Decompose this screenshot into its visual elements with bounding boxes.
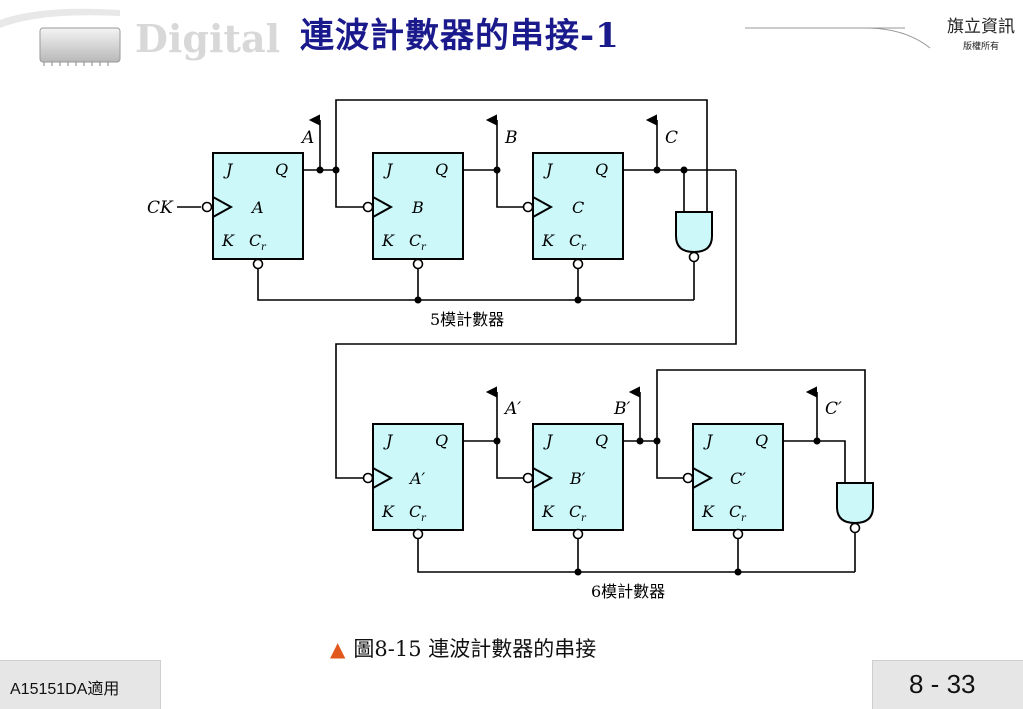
diagram-label: Q [755,431,768,450]
brand-name: 旗立資訊 [947,17,1015,37]
page-title: 連波計數器的串接-1 [300,16,620,56]
diagram-label: K [381,502,395,521]
diagram-label: C [569,231,581,250]
figure-caption-text: 圖8-15 連波計數器的串接 [353,637,597,661]
brand-copyright: 版權所有 [962,42,999,52]
diagram-label: J [383,431,394,450]
ff-name-a-prime: A′ [408,469,426,488]
diagram-label: J [543,431,554,450]
diagram-label: J [543,160,554,179]
ff-name-c-prime: C′ [730,469,746,488]
diagram-label: r [421,242,427,253]
figure-caption: ▲ 圖8-15 連波計數器的串接 [330,633,596,663]
diagram-label: r [741,513,747,524]
diagram-label: Q [595,160,608,179]
watermark-text: Digital [135,16,280,61]
diagram-label: Q [595,431,608,450]
clock-label: CK [147,198,174,218]
diagram-label: C [409,231,421,250]
diagram-label: J [703,431,714,450]
diagram-label: C [569,502,581,521]
diagram-label: K [381,231,395,250]
output-label-b: B [504,128,518,148]
diagram-label: K [221,231,235,250]
ff-name-c: C [572,198,584,217]
diagram-label: Q [435,160,448,179]
chip-icon [39,27,121,63]
nand-gate-bottom [836,482,874,525]
nand-gate-top [675,211,713,254]
diagram-label: C [729,502,741,521]
diagram-label: C [409,502,421,521]
course-code: A15151DA適用 [10,681,120,698]
footer-page-number: 8 - 33 [872,660,1023,709]
bottom-counter-caption: 6模計數器 [591,582,665,601]
page-number: 8 - 33 [909,669,976,699]
diagram-label: Q [275,160,288,179]
diagram-label: K [541,231,555,250]
diagram-label: J [383,160,394,179]
ff-name-a: A [250,198,264,217]
output-label-b-prime: B′ [613,399,630,419]
diagram-label: K [701,502,715,521]
output-label-c-prime: C′ [825,399,842,419]
diagram-label: r [261,242,267,253]
output-label-c: C [665,128,678,148]
output-label-a: A [300,128,314,148]
diagram-label: r [581,242,587,253]
diagram-label: Q [435,431,448,450]
diagram-label: J [223,160,234,179]
ff-name-b-prime: B′ [569,469,586,488]
output-label-a-prime: A′ [503,399,521,419]
triangle-icon: ▲ [330,637,346,661]
footer-course-code: A15151DA適用 [0,660,161,709]
brand-mark: 旗立資訊 版權所有 [947,12,1015,52]
diagram-label: K [541,502,555,521]
title-rule [745,27,931,49]
diagram-label: r [421,513,427,524]
ff-name-b: B [411,198,424,217]
header-logo: Digital [0,8,280,66]
diagram-label: C [249,231,261,250]
top-counter-caption: 5模計數器 [430,310,504,329]
diagram-label: r [581,513,587,524]
